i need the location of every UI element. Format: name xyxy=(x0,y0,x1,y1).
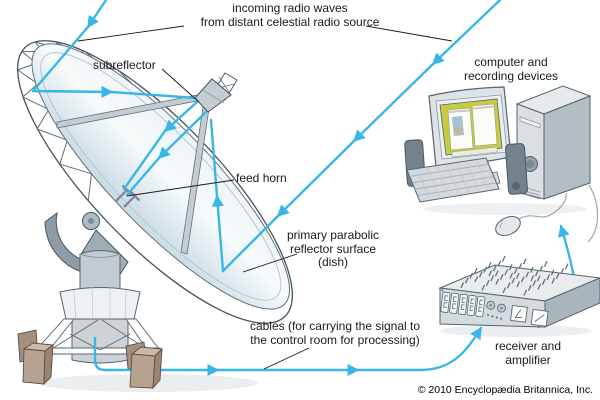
label-receiver-amplifier: receiver and amplifier xyxy=(494,339,562,367)
label-cables: cables (for carrying the signal to the c… xyxy=(249,319,421,347)
computer-tower xyxy=(515,85,599,243)
tower-cable xyxy=(587,184,599,243)
computer-workstation xyxy=(404,85,599,243)
incoming-ray-left xyxy=(31,0,198,100)
computer-mouse xyxy=(495,192,567,236)
receiver-top-vents xyxy=(460,255,569,296)
incoming-ray-right xyxy=(209,0,502,273)
leader-line-primary-reflector xyxy=(242,253,298,273)
leader-line-incoming-left xyxy=(77,25,185,42)
label-subreflector: subreflector xyxy=(93,58,156,72)
leader-line-feed-horn xyxy=(126,179,235,197)
label-primary-reflector: primary parabolic reflector surface (dis… xyxy=(286,228,380,269)
subreflector-to-feedhorn-rays xyxy=(122,100,208,197)
desktop-speaker-right xyxy=(505,143,528,195)
leader-line-subreflector xyxy=(161,68,200,103)
monitor-screen xyxy=(439,98,503,158)
leader-line-incoming-right xyxy=(365,25,453,42)
subreflector-assembly xyxy=(194,72,238,113)
parabolic-dish xyxy=(17,40,293,324)
mouse-cable xyxy=(517,192,567,221)
receiver-front-panel xyxy=(440,289,549,329)
computer-keyboard xyxy=(406,157,500,203)
copyright-text: © 2010 Encyclopædia Britannica, Inc. xyxy=(417,384,593,396)
leader-lines xyxy=(77,25,453,370)
signal-cable-path xyxy=(93,326,483,376)
concrete-footing xyxy=(129,346,163,390)
receiver-amplifier-box xyxy=(438,255,600,329)
label-incoming-waves: incoming radio waves from distant celest… xyxy=(200,1,380,29)
label-computer-devices: computer and recording devices xyxy=(463,55,559,83)
label-feed-horn: feed horn xyxy=(236,171,287,185)
leader-line-cables xyxy=(263,347,310,370)
telescope xyxy=(17,40,293,386)
